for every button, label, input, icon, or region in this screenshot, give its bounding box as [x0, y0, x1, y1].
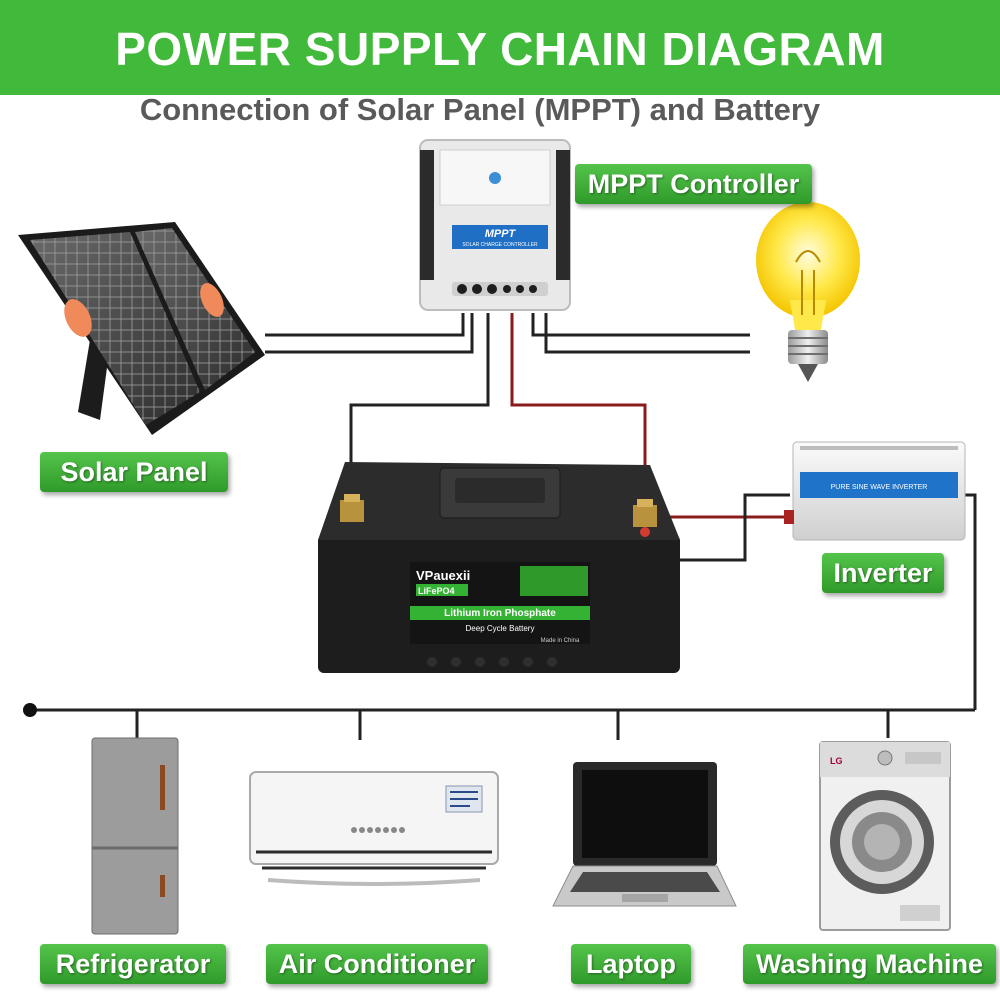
panel-handle-right — [200, 283, 224, 317]
washing-machine-icon: LG — [819, 741, 951, 931]
wire-solar-positive — [265, 313, 465, 337]
inverter-input-terminal — [784, 510, 794, 524]
battery-terminal-negative — [340, 494, 364, 522]
wire-battery-positive — [510, 313, 647, 495]
page-title: POWER SUPPLY CHAIN DIAGRAM — [115, 23, 885, 75]
inverter-panel-text: PURE SINE WAVE INVERTER — [831, 484, 928, 491]
label-mppt-controller: MPPT Controller — [575, 164, 812, 204]
battery-device: VPauexii LiFePO4 Lithium Iron Phosphate … — [318, 462, 680, 673]
refrigerator-icon — [91, 737, 179, 935]
battery-origin: Made in China — [541, 638, 580, 644]
wire-load-positive — [531, 313, 750, 337]
wire-inverter-negative — [680, 493, 790, 562]
label-laptop: Laptop — [571, 944, 691, 984]
panel-handle-left — [64, 299, 92, 337]
wire-battery-negative — [349, 313, 490, 490]
controller-status-light — [489, 172, 501, 184]
inverter-panel — [800, 472, 958, 498]
battery-chemistry: Lithium Iron Phosphate — [444, 608, 556, 619]
battery-feet — [427, 657, 557, 667]
controller-left-bracket — [420, 150, 434, 280]
wire-solar-negative — [265, 313, 474, 354]
inverter-device: PURE SINE WAVE INVERTER — [784, 441, 966, 541]
controller-terminals — [452, 282, 548, 296]
solar-panel-device — [18, 222, 265, 435]
label-inverter: Inverter — [822, 553, 944, 593]
label-refrigerator: Refrigerator — [40, 944, 226, 984]
header-banner: POWER SUPPLY CHAIN DIAGRAM — [0, 0, 1000, 95]
controller-brand: MPPT — [485, 228, 517, 240]
bus-terminal-dot — [23, 703, 37, 717]
laptop-icon — [552, 762, 737, 907]
battery-terminal-positive — [633, 499, 657, 537]
battery-brand: VPauexii — [416, 568, 470, 583]
controller-right-bracket — [556, 150, 570, 280]
controller-label-plate — [452, 225, 548, 249]
battery-chemistry-short: LiFePO4 — [418, 586, 455, 596]
light-bulb-icon — [756, 202, 860, 382]
battery-type: Deep Cycle Battery — [466, 624, 535, 633]
label-solar-panel: Solar Panel — [40, 452, 228, 492]
label-air-conditioner: Air Conditioner — [266, 944, 488, 984]
label-washing-machine: Washing Machine — [743, 944, 996, 984]
page-subtitle: Connection of Solar Panel (MPPT) and Bat… — [139, 92, 821, 127]
air-conditioner-icon — [249, 771, 499, 886]
controller-subtext: SOLAR CHARGE CONTROLLER — [462, 242, 538, 248]
wiring — [30, 313, 977, 740]
wire-inverter-output — [965, 493, 977, 710]
mppt-controller-device: MPPT SOLAR CHARGE CONTROLLER — [419, 139, 571, 311]
wire-load-negative — [544, 313, 750, 354]
washer-brand: LG — [830, 756, 843, 766]
